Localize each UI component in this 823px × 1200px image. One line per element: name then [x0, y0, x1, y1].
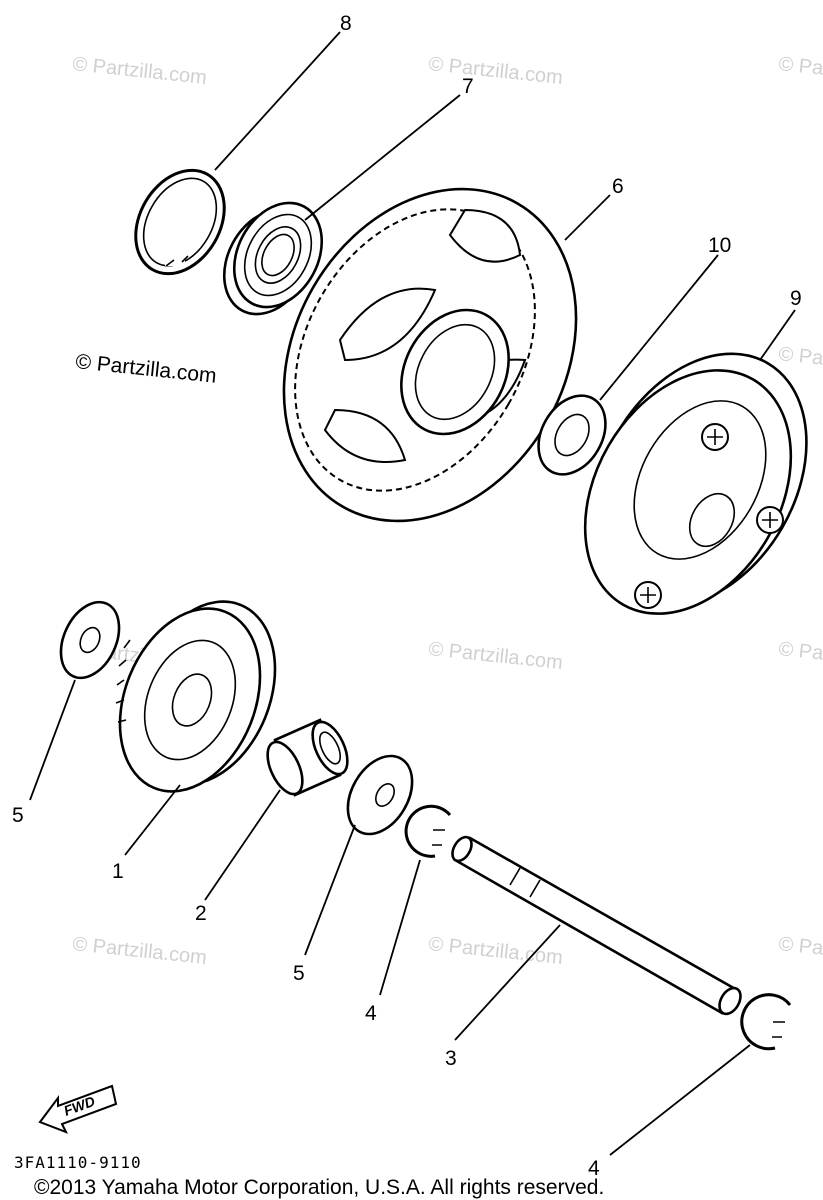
watermark: © Partzilla.com — [71, 933, 207, 969]
copyright-notice: ©2013 Yamaha Motor Corporation, U.S.A. A… — [34, 1176, 604, 1199]
part-5-washer-upper — [59, 600, 121, 680]
fwd-arrow-icon: FWD — [38, 1084, 118, 1134]
watermark: © Partzilla.com — [777, 343, 823, 379]
callout-label: 8 — [340, 12, 352, 35]
callout-label: 9 — [790, 287, 802, 310]
watermark: © Partzilla.com — [71, 53, 207, 89]
part-2-needle-bearing — [266, 718, 349, 797]
part-7-bearing — [222, 201, 324, 316]
watermark: © Partzilla.com — [427, 638, 563, 674]
part-3-shaft — [451, 835, 742, 1016]
part-8-circlip — [134, 168, 226, 276]
callout-label: 4 — [365, 1002, 377, 1025]
watermark: © Partzilla.com — [777, 933, 823, 969]
callout-label: 5 — [293, 962, 305, 985]
part-9-clutch-assembly — [583, 352, 808, 615]
callout-label: 1 — [112, 860, 124, 883]
part-4-eclip-upper — [404, 804, 452, 858]
callout-label: 3 — [445, 1047, 457, 1070]
callout-labels: 8 7 6 10 9 5 1 2 5 4 3 4 — [12, 12, 802, 1180]
part-6-starter-wheel-gear — [282, 187, 578, 523]
callout-label: 7 — [462, 75, 474, 98]
watermark: © Partzilla.com — [777, 638, 823, 674]
leader-lines — [29, 31, 796, 1156]
part-1-idle-gear — [115, 600, 277, 793]
watermark-prominent: © Partzilla.com — [74, 350, 217, 388]
diagram-code: 3FA1110-9110 — [14, 1153, 142, 1172]
callout-label: 2 — [195, 902, 207, 925]
watermark: © Partzilla.com — [427, 53, 563, 89]
part-10-washer — [537, 394, 607, 476]
callout-label: 10 — [708, 234, 731, 257]
callout-label: 6 — [612, 175, 624, 198]
part-4-eclip-lower — [740, 993, 792, 1051]
callout-label: 5 — [12, 804, 24, 827]
callout-label: 4 — [588, 1157, 600, 1180]
watermark: © Partzilla.com — [777, 53, 823, 89]
watermark: © Partzilla.com — [427, 933, 563, 969]
part-5-washer-lower — [346, 754, 414, 836]
